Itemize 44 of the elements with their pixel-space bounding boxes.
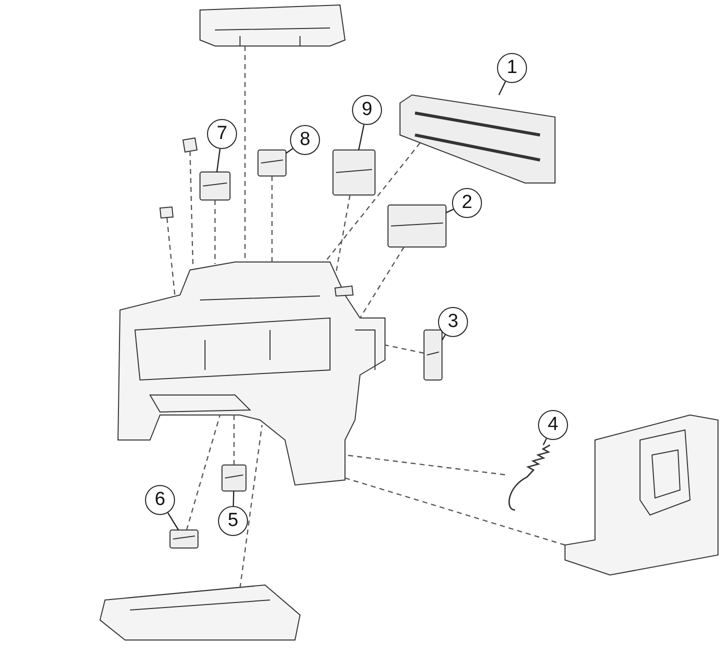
assembly-line <box>233 415 235 465</box>
plate-drawing <box>222 464 246 492</box>
assembly-line <box>271 176 273 262</box>
leader-line <box>542 438 547 446</box>
bracket-drawing <box>388 204 446 248</box>
callout-number: 6 <box>145 485 175 515</box>
spring-drawing <box>508 444 550 511</box>
assembly-line <box>324 142 420 262</box>
assembly-line <box>344 477 566 546</box>
assembly-line <box>384 344 424 354</box>
leader-line <box>446 208 454 214</box>
latch-drawing <box>424 330 442 380</box>
bottom-tray-drawing <box>99 584 301 640</box>
sensor-drawing <box>170 530 198 548</box>
leader-line <box>441 334 446 340</box>
clip-drawing <box>182 137 198 153</box>
leader-line <box>286 148 294 154</box>
lever-drawing <box>200 172 230 200</box>
side-cover-drawing <box>564 414 718 576</box>
callout-number: 3 <box>438 307 468 337</box>
bracket-drawing <box>332 150 376 196</box>
callout-number: 5 <box>218 506 248 536</box>
callout-number: 7 <box>207 119 237 149</box>
cover-plate-drawing <box>400 94 556 184</box>
assembly-line <box>166 218 176 298</box>
assembly-line <box>214 200 216 264</box>
callout-number: 2 <box>452 188 482 218</box>
leader-line <box>167 512 179 530</box>
leader-line <box>232 490 234 506</box>
lever-drawing <box>258 150 286 176</box>
assembly-line <box>335 194 351 274</box>
callout-number: 4 <box>538 410 568 440</box>
callout-number: 8 <box>290 125 320 155</box>
top-cover-drawing <box>200 4 346 46</box>
leader-line <box>498 81 506 96</box>
callout-number: 9 <box>352 95 382 125</box>
assembly-line <box>239 424 263 588</box>
main-frame-drawing <box>118 262 386 486</box>
leader-line <box>358 124 365 150</box>
clip-drawing <box>159 206 174 219</box>
clip-drawing <box>334 285 354 297</box>
callout-number: 1 <box>497 53 527 83</box>
leader-line <box>216 148 221 172</box>
assembly-line <box>186 414 221 530</box>
